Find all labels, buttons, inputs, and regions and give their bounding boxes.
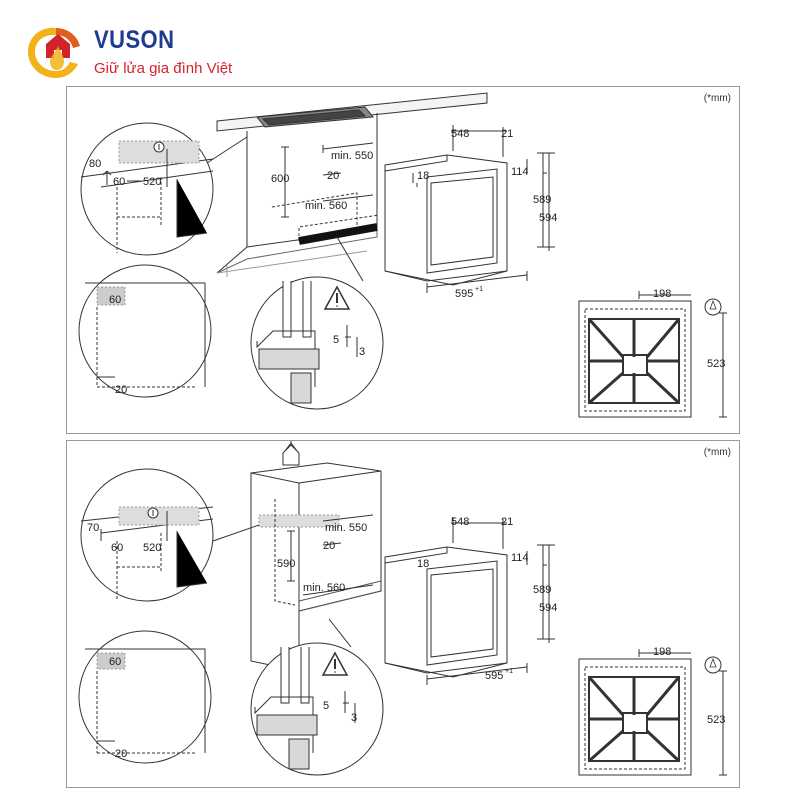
dim-min550-label: min. 550 — [325, 522, 367, 534]
detail-circle-cutout — [80, 468, 214, 602]
dim-top18-label: 18 — [417, 170, 429, 182]
dim-min560-label: min. 560 — [303, 582, 345, 594]
dim-cut80-label: 80 — [89, 158, 101, 170]
dim-front21-label: 21 — [501, 516, 513, 528]
dim-h589-label: 589 — [533, 584, 551, 596]
dim-plug198-label: 198 — [653, 646, 671, 658]
rear-view-diagram — [578, 649, 727, 776]
dim-front21-label: 21 — [501, 128, 513, 140]
dim-gap20-label: 20 — [327, 170, 339, 182]
dim-min550-label: min. 550 — [331, 150, 373, 162]
detail-circle-side — [78, 630, 212, 764]
installation-diagram-undercounter: 600 min. 550 20 min. 560 80 60 520 — [78, 92, 727, 418]
dim-600-label: 600 — [271, 173, 289, 185]
detail-circle-gap — [250, 642, 384, 776]
oven-diagram — [384, 517, 555, 685]
dim-cut70-label: 70 — [87, 522, 99, 534]
house-flame-logo-icon — [28, 27, 80, 78]
dim-cut60-label: 60 — [113, 176, 125, 188]
dim-plug198-label: 198 — [653, 288, 671, 300]
dim-590-label: 590 — [277, 558, 295, 570]
brand-name: VUSON — [94, 26, 175, 54]
installation-panel-column: (*mm) 590 min. 550 20 min. 560 — [66, 440, 740, 788]
dim-h594-label: 594 — [539, 212, 557, 224]
dim-gap5-label: 5 — [333, 334, 339, 346]
oven-diagram — [384, 125, 555, 293]
dim-side60-label: 60 — [109, 294, 121, 306]
brand-tagline: Giữ lửa gia đình Việt — [94, 60, 233, 77]
detail-circle-side — [78, 264, 212, 398]
dim-h114-label: 114 — [511, 552, 529, 564]
brand-logo: VUSON Giữ lửa gia đình Việt — [20, 22, 270, 84]
dim-side20-label: 20 — [115, 384, 127, 396]
unit-label: (*mm) — [703, 447, 731, 458]
dim-gap20-label: 20 — [323, 540, 335, 552]
dim-h594-label: 594 — [539, 602, 557, 614]
dim-cut520-label: 520 — [143, 176, 161, 188]
dim-depth548-label: 548 — [451, 128, 469, 140]
dim-top18-label: 18 — [417, 558, 429, 570]
dim-width595-label: 595 — [485, 670, 503, 682]
dim-gap5-label: 5 — [323, 700, 329, 712]
dim-width595-label: 595 — [455, 288, 473, 300]
dim-gap3-label: 3 — [359, 346, 365, 358]
dim-h114-label: 114 — [511, 166, 529, 178]
dim-cut60-label: 60 — [111, 542, 123, 554]
detail-circle-gap — [250, 276, 384, 410]
dim-plug523-label: 523 — [707, 358, 725, 370]
dim-min560-label: min. 560 — [305, 200, 347, 212]
dim-depth548-label: 548 — [451, 516, 469, 528]
dim-width595-tolerance: +1 — [505, 668, 513, 675]
dim-side20-label: 20 — [115, 748, 127, 760]
dim-cut520-label: 520 — [143, 542, 161, 554]
dim-h589-label: 589 — [533, 194, 551, 206]
dim-side60-label: 60 — [109, 656, 121, 668]
installation-diagram-column: 590 min. 550 20 min. 560 70 60 520 60 — [78, 441, 727, 776]
installation-panel-undercounter: (*mm) 600 min. 550 20 min. 560 — [66, 86, 740, 434]
dim-gap3-label: 3 — [351, 712, 357, 724]
rear-view-diagram — [578, 291, 727, 418]
dim-width595-tolerance: +1 — [475, 286, 483, 293]
dim-plug523-label: 523 — [707, 714, 725, 726]
unit-label: (*mm) — [703, 93, 731, 104]
detail-circle-cutout — [80, 122, 214, 256]
